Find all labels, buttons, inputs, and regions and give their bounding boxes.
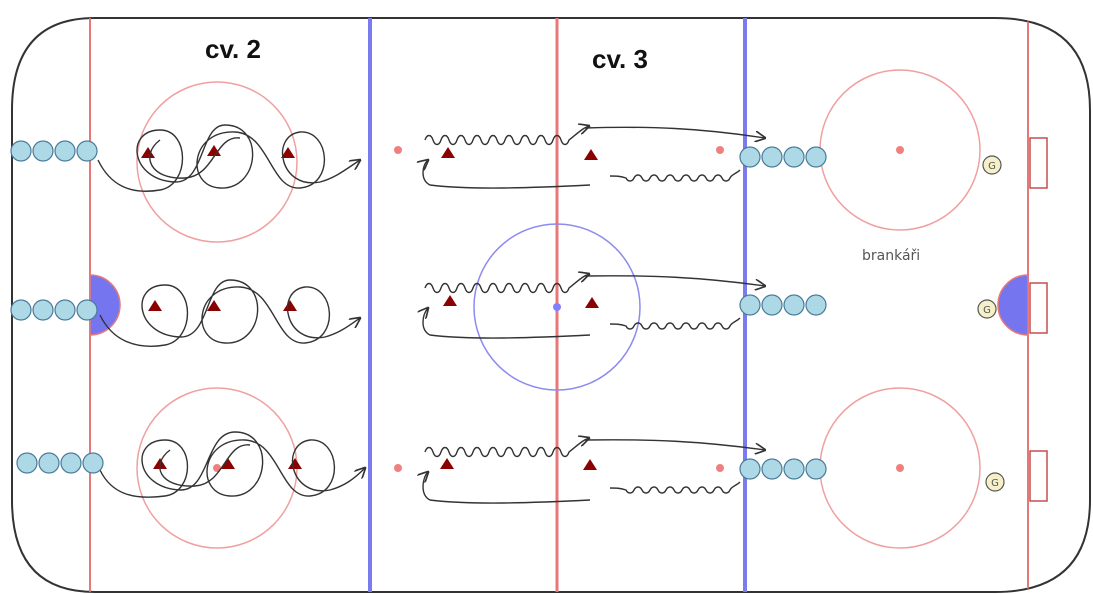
circle-player-icon — [739, 146, 761, 168]
triangle-cone-icon — [281, 147, 295, 158]
player-group-right-middle — [739, 294, 827, 316]
circle-player-icon — [32, 140, 54, 162]
player-group-left-bottom — [16, 452, 104, 474]
goalie-marker: G — [983, 305, 991, 316]
return-path-middle — [584, 275, 765, 286]
skating-path-bottom-extra — [159, 444, 251, 487]
circle-player-icon — [783, 146, 805, 168]
goalie-bottom: G — [985, 472, 1005, 492]
drill-3-paths — [423, 126, 765, 504]
goalie-top: G — [982, 155, 1002, 175]
skating-path-top-extra — [149, 137, 241, 179]
drill-2-label: cv. 2 — [205, 34, 261, 64]
circle-player-icon — [783, 458, 805, 480]
return-path-top — [584, 126, 765, 138]
goalie-middle: G — [977, 299, 997, 319]
triangle-cone-icon — [207, 300, 221, 311]
triangle-cone-icon — [283, 300, 297, 311]
return-path-bottom — [584, 439, 765, 450]
triangle-cone-icon — [207, 145, 221, 156]
goalies-label: brankáři — [862, 248, 920, 264]
faceoff-dot — [896, 146, 904, 154]
circle-player-icon — [16, 452, 38, 474]
faceoff-dot — [394, 464, 402, 472]
circle-player-icon — [739, 294, 761, 316]
triangle-cone-icon — [288, 458, 302, 469]
cones — [141, 145, 599, 470]
triangle-cone-icon — [440, 458, 454, 469]
right-crease — [997, 274, 1029, 336]
circle-player-icon — [82, 452, 104, 474]
player-group-right-top — [739, 146, 827, 168]
circle-player-icon — [783, 294, 805, 316]
faceoff-dot — [716, 464, 724, 472]
return-path-top-lower — [423, 160, 591, 189]
circle-player-icon — [32, 299, 54, 321]
skating-path-middle — [99, 279, 360, 347]
wavy-return-middle — [609, 317, 741, 330]
triangle-cone-icon — [584, 149, 598, 160]
triangle-cone-icon — [221, 458, 235, 469]
circle-player-icon — [761, 146, 783, 168]
player-group-left-middle — [10, 299, 98, 321]
faceoff-circle-top-left — [136, 81, 298, 243]
circle-player-icon — [805, 458, 827, 480]
circle-player-icon — [739, 458, 761, 480]
circle-player-icon — [761, 294, 783, 316]
faceoff-dot — [716, 146, 724, 154]
triangle-cone-icon — [443, 295, 457, 306]
center-faceoff-dot — [553, 303, 561, 311]
goalie-marker: G — [991, 478, 999, 489]
circle-player-icon — [761, 458, 783, 480]
circle-goalie-icon — [985, 472, 1005, 492]
wavy-return-top — [609, 169, 741, 182]
circle-goalie-icon — [977, 299, 997, 319]
skating-path-top — [97, 124, 360, 192]
drill-3-label: cv. 3 — [592, 44, 648, 74]
triangle-cone-icon — [583, 459, 597, 470]
faceoff-dot — [896, 464, 904, 472]
circle-player-icon — [38, 452, 60, 474]
return-path-bottom-lower — [423, 472, 591, 504]
triangle-cone-icon — [585, 297, 599, 308]
triangle-cone-icon — [441, 147, 455, 158]
circle-player-icon — [805, 146, 827, 168]
circle-player-icon — [10, 299, 32, 321]
player-group-left-top — [10, 140, 98, 162]
triangle-cone-icon — [141, 147, 155, 158]
circle-player-icon — [10, 140, 32, 162]
center-circle — [473, 223, 641, 391]
rink-boards — [11, 17, 1091, 593]
circle-player-icon — [54, 299, 76, 321]
circle-goalie-icon — [982, 155, 1002, 175]
goalie-marker: G — [988, 161, 996, 172]
circle-player-icon — [76, 140, 98, 162]
circle-player-icon — [805, 294, 827, 316]
player-group-right-bottom — [739, 458, 827, 480]
faceoff-dot — [394, 146, 402, 154]
circle-player-icon — [60, 452, 82, 474]
return-path-middle-lower — [423, 308, 591, 339]
circle-player-icon — [54, 140, 76, 162]
drill-2-paths — [97, 124, 365, 498]
goal-net-icon — [1029, 137, 1048, 189]
wavy-path-middle — [424, 274, 589, 294]
wavy-path-bottom — [424, 438, 589, 458]
wavy-return-bottom — [609, 481, 741, 494]
triangle-cone-icon — [148, 300, 162, 311]
faceoff-dot — [213, 464, 221, 472]
goal-net-icon — [1029, 282, 1048, 334]
wavy-path-top — [424, 126, 589, 146]
goal-net-icon — [1029, 450, 1048, 502]
left-crease — [89, 274, 121, 336]
skating-path-bottom — [99, 431, 365, 498]
circle-player-icon — [76, 299, 98, 321]
